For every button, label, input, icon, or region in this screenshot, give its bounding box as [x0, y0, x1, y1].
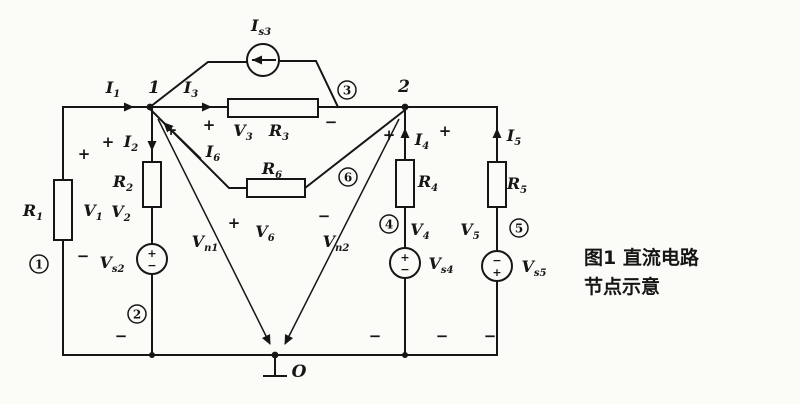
minus-sign-branch5b: −	[484, 327, 497, 345]
i4-label: I4	[414, 130, 429, 152]
v1-label: V1	[83, 201, 102, 223]
plus-sign-v3: +	[203, 116, 216, 134]
plus-sign-branch4: +	[383, 126, 396, 144]
i3-label: I3	[183, 78, 198, 100]
node-1-label: 1	[148, 78, 160, 98]
vn2-arrow	[284, 118, 400, 345]
vn1-label: Vn1	[192, 232, 219, 254]
voltage-source-vs4	[389, 247, 421, 279]
minus-sign-branch2: −	[115, 327, 128, 345]
branch-marker-5: 5	[515, 222, 523, 236]
is3-label: Is3	[250, 16, 271, 38]
branch-marker-2: 2	[133, 308, 141, 322]
vs2-label: Vs2	[99, 253, 124, 275]
r3-label: R3	[268, 121, 289, 143]
vs4-minus-mark: −	[400, 263, 409, 276]
vs2-plus-mark: +	[147, 247, 156, 260]
branch-marker-5-circle	[509, 218, 529, 238]
wire-is3-right-lead	[278, 60, 340, 109]
resistor-r4	[395, 159, 415, 208]
branch-marker-6-circle	[338, 167, 358, 187]
v6-label: V6	[255, 222, 274, 244]
branch-marker-3: 3	[343, 84, 351, 98]
branch-marker-4-circle	[379, 214, 399, 234]
minus-sign-v1: −	[77, 247, 90, 265]
junction-dot-branch4	[402, 352, 408, 358]
vn1-arrow	[157, 118, 271, 345]
branch-marker-1-circle	[29, 254, 49, 274]
plus-sign-v1: +	[78, 145, 91, 163]
plus-sign-branch5: +	[439, 122, 452, 140]
vs5-minus-mark: −	[492, 254, 501, 267]
r1-label: R1	[22, 201, 43, 223]
vs5-label: Vs5	[521, 257, 546, 279]
branch-marker-6: 6	[344, 171, 352, 185]
r5-label: R5	[506, 174, 527, 196]
voltage-source-vs5	[481, 250, 513, 282]
v3-label: V3	[233, 121, 252, 143]
v5-label: V5	[460, 220, 479, 242]
v4-label: V4	[410, 220, 429, 242]
i5-label: I5	[506, 126, 521, 148]
resistor-r5	[487, 161, 507, 208]
r4-label: R4	[417, 172, 438, 194]
junction-dot-branch2	[149, 352, 155, 358]
resistor-r6	[246, 178, 306, 198]
i1-label: I1	[105, 78, 120, 100]
vs5-plus-mark: +	[492, 266, 501, 279]
vs4-plus-mark: +	[400, 251, 409, 264]
branch-marker-3-circle	[337, 80, 357, 100]
plus-sign-i2: +	[102, 133, 115, 151]
vs4-label: Vs4	[428, 254, 453, 276]
resistor-r3	[227, 98, 319, 118]
minus-sign-branch5a: −	[436, 327, 449, 345]
branch-marker-4: 4	[385, 218, 393, 232]
v2-label: V2	[111, 202, 130, 224]
plus-sign-v6: +	[228, 214, 241, 232]
node-2-label: 2	[397, 77, 410, 97]
voltage-source-vs2	[136, 243, 168, 275]
branch-marker-2-circle	[127, 304, 147, 324]
r2-label: R2	[112, 172, 133, 194]
vn2-label: Vn2	[323, 232, 350, 254]
minus-sign-branch4: −	[369, 327, 382, 345]
i6-arrow	[162, 121, 202, 160]
minus-sign-v6: −	[318, 207, 331, 225]
wire-is3-left-lead	[148, 61, 248, 109]
r6-label: R6	[261, 159, 282, 181]
branch-marker-1: 1	[35, 258, 43, 272]
resistor-r2	[142, 161, 162, 208]
resistor-r1	[53, 179, 73, 241]
node-dot-2	[401, 103, 409, 111]
plus-sign-node1: +	[165, 121, 178, 139]
vs2-minus-mark: −	[147, 259, 156, 272]
i2-label: I2	[123, 132, 138, 154]
node-dot-1	[146, 103, 154, 111]
ground-symbol	[263, 354, 287, 377]
figure-caption-line1: 图1 直流电路	[584, 246, 700, 269]
figure-caption-line2: 节点示意	[584, 275, 660, 298]
i6-label: I6	[205, 142, 220, 164]
node-o-label: O	[292, 362, 307, 382]
branch-markers: 1 2 3 4 5 6	[29, 80, 529, 324]
minus-sign-v3: −	[325, 113, 338, 131]
